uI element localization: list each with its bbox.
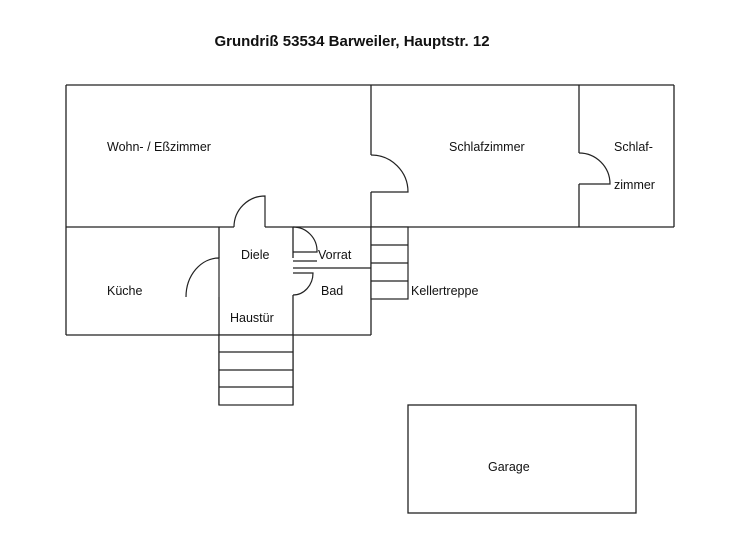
room-label-diele: Diele xyxy=(241,248,270,262)
room-label-haustuer: Haustür xyxy=(230,311,274,325)
door-swings xyxy=(185,152,611,298)
room-label-schlaf2-line2: zimmer xyxy=(614,178,655,192)
room-label-bad: Bad xyxy=(321,284,343,298)
outer-walls xyxy=(65,84,675,336)
garage-outline xyxy=(407,404,637,514)
plan-title: Grundriß 53534 Barweiler, Hauptstr. 12 xyxy=(214,33,489,50)
room-label-garage: Garage xyxy=(488,460,530,474)
room-label-wohn: Wohn- / Eßzimmer xyxy=(107,140,211,154)
entrance-stairs xyxy=(218,334,294,406)
room-label-kueche: Küche xyxy=(107,284,142,298)
room-label-schlaf1: Schlafzimmer xyxy=(449,140,525,154)
room-label-vorrat: Vorrat xyxy=(318,248,352,262)
room-label-schlaf2-line1: Schlaf- xyxy=(614,140,653,154)
kellertreppe-stairs xyxy=(370,226,409,300)
room-label-kellertreppe: Kellertreppe xyxy=(411,284,478,298)
interior-walls xyxy=(66,85,580,405)
